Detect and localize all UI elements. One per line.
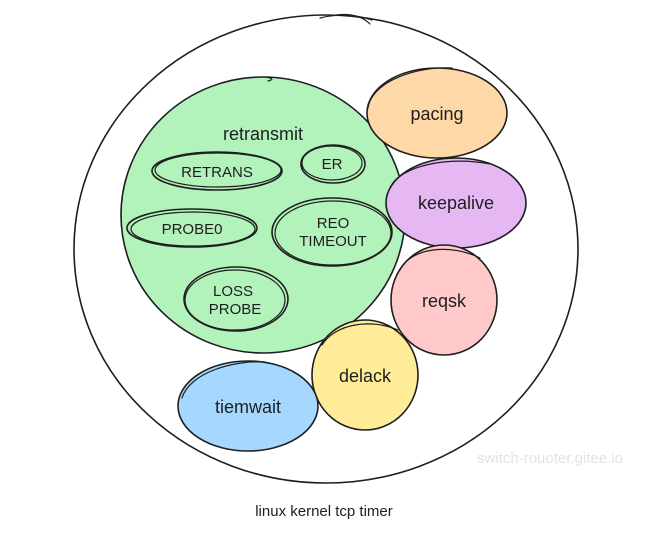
retransmit-label: retransmit (223, 124, 303, 144)
retransmit-group: retransmit RETRANS ER PROBE0 REO TIMEOUT… (120, 76, 406, 354)
loss-probe-label-line1: LOSS (213, 283, 253, 300)
tiemwait-node: tiemwait (177, 360, 319, 452)
reo-timeout-label-line1: REO (317, 215, 350, 232)
er-label: ER (322, 156, 343, 173)
reqsk-label: reqsk (422, 291, 467, 311)
pacing-label: pacing (410, 104, 463, 124)
diagram-caption: linux kernel tcp timer (255, 503, 393, 520)
probe0-label: PROBE0 (162, 221, 223, 238)
retransmit-circle (120, 76, 406, 354)
loss-probe-label-line2: PROBE (209, 301, 262, 318)
keepalive-label: keepalive (418, 193, 494, 213)
tiemwait-label: tiemwait (215, 397, 281, 417)
delack-node: delack (311, 319, 419, 431)
watermark-text: switch-rouoter.gitee.io (477, 450, 623, 467)
reqsk-node: reqsk (390, 244, 498, 356)
retrans-label: RETRANS (181, 164, 253, 181)
keepalive-node: keepalive (385, 157, 527, 249)
pacing-node: pacing (366, 67, 508, 159)
outer-circle (73, 13, 579, 484)
reo-timeout-label-line2: TIMEOUT (299, 233, 367, 250)
delack-label: delack (339, 366, 392, 386)
